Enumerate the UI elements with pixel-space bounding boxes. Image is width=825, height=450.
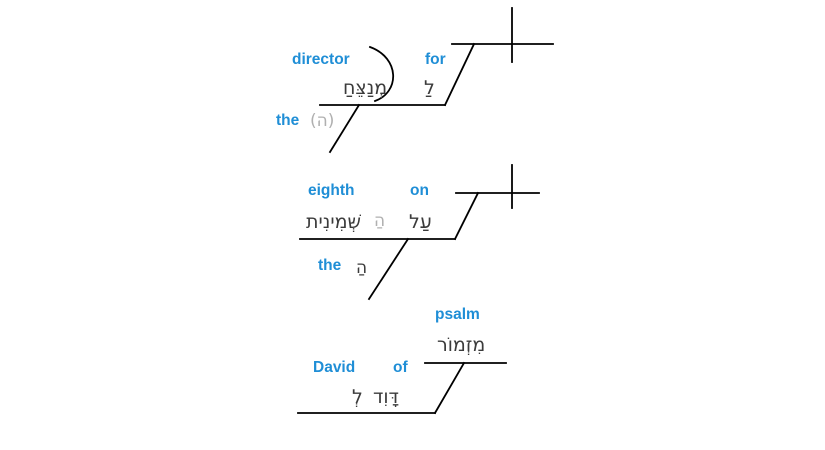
gloss-of: of (393, 359, 408, 376)
gloss-for: for (425, 51, 446, 68)
hebrew-he-article-clause1: (ה) (310, 111, 335, 131)
gloss-the-clause1: the (276, 112, 300, 129)
gloss-david: David (313, 359, 356, 376)
gloss-on: on (410, 182, 429, 199)
hebrew-sheminit: שְּׁמִינִית (306, 211, 361, 233)
gloss-eighth: eighth (308, 182, 355, 199)
gloss-director: director (292, 51, 350, 68)
clause2-rising-connector (453, 191, 480, 241)
clause2-descending-modifier (367, 237, 410, 301)
gloss-psalm: psalm (435, 306, 480, 323)
hebrew-ha-article-inline: הַ (374, 211, 386, 231)
hebrew-menatseach: מְנַצֵּחַ (343, 77, 388, 99)
hebrew-la-prefix: לַ (424, 77, 435, 99)
gloss-the-clause2: the (318, 257, 342, 274)
clause1-rising-connector (443, 42, 476, 107)
hebrew-david: דָּוִד (373, 386, 399, 408)
hebrew-al: עַל (409, 211, 432, 233)
hebrew-mizmor: מִזְמוֹר (437, 334, 486, 356)
hebrew-ha-article-clause2: הַ (356, 258, 368, 278)
clause3-rising-connector (433, 361, 466, 415)
hebrew-le-prefix: לְ (352, 386, 363, 408)
